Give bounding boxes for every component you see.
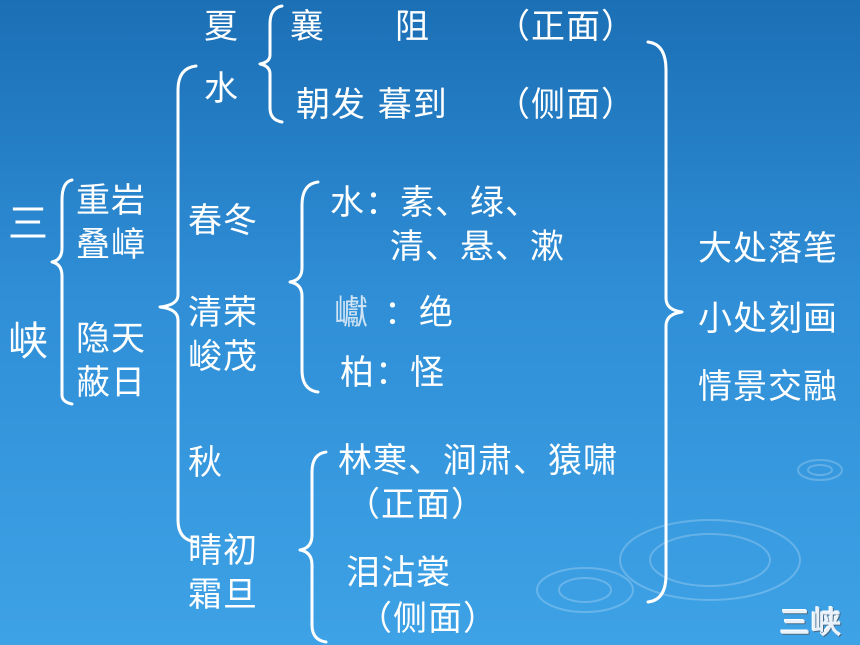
mountains-line-4: 蔽日 bbox=[76, 363, 146, 403]
brace-summary bbox=[646, 40, 684, 604]
cypress-line: 柏：怪 bbox=[340, 353, 445, 393]
autumn-line-2: 泪沾裳 bbox=[346, 553, 451, 593]
brace-autumn bbox=[298, 450, 328, 644]
peak-desc: ：绝 bbox=[384, 293, 454, 333]
summer-item-2: 朝发 暮到 bbox=[296, 85, 448, 125]
summary-line-2: 小处刻画 bbox=[698, 299, 838, 339]
autumn-label-3: 霜旦 bbox=[188, 575, 258, 615]
brace-spring-winter bbox=[288, 180, 320, 394]
autumn-label-2: 晴初 bbox=[188, 531, 258, 571]
spring-winter-label: 春冬 bbox=[188, 201, 258, 241]
spring-winter-label-3: 峻茂 bbox=[188, 337, 258, 377]
summary-line-1: 大处落笔 bbox=[698, 229, 838, 269]
summary-line-3: 情景交融 bbox=[698, 367, 838, 407]
autumn-note-1: （正面） bbox=[346, 485, 486, 525]
summer-label: 夏 bbox=[204, 7, 239, 47]
mountains-line-2: 叠嶂 bbox=[76, 225, 146, 265]
mountains-line-3: 隐天 bbox=[76, 319, 146, 359]
mountains-line-1: 重岩 bbox=[76, 181, 146, 221]
title-char-1: 三 bbox=[8, 201, 49, 247]
brace-seasons bbox=[158, 64, 198, 544]
autumn-label: 秋 bbox=[188, 443, 223, 483]
spring-water-line-1: 水：素、绿、 bbox=[330, 183, 540, 223]
spring-water-line-2: 清、悬、漱 bbox=[390, 227, 565, 267]
autumn-line-1: 林寒、涧肃、猿啸 bbox=[338, 441, 618, 481]
peak-char: 巘 bbox=[334, 293, 369, 333]
corner-logo[interactable]: 三峡 bbox=[780, 606, 842, 641]
water-label: 水 bbox=[204, 69, 239, 109]
summer-item-1-note: （正面） bbox=[496, 7, 636, 47]
autumn-note-2: （侧面） bbox=[358, 599, 498, 639]
spring-winter-label-2: 清荣 bbox=[188, 293, 258, 333]
summer-item-2-note: （侧面） bbox=[496, 85, 636, 125]
summer-item-1: 襄 阻 bbox=[290, 7, 430, 47]
brace-mountains bbox=[50, 178, 74, 406]
title-char-2: 峡 bbox=[8, 319, 49, 365]
brace-summer bbox=[258, 4, 284, 124]
